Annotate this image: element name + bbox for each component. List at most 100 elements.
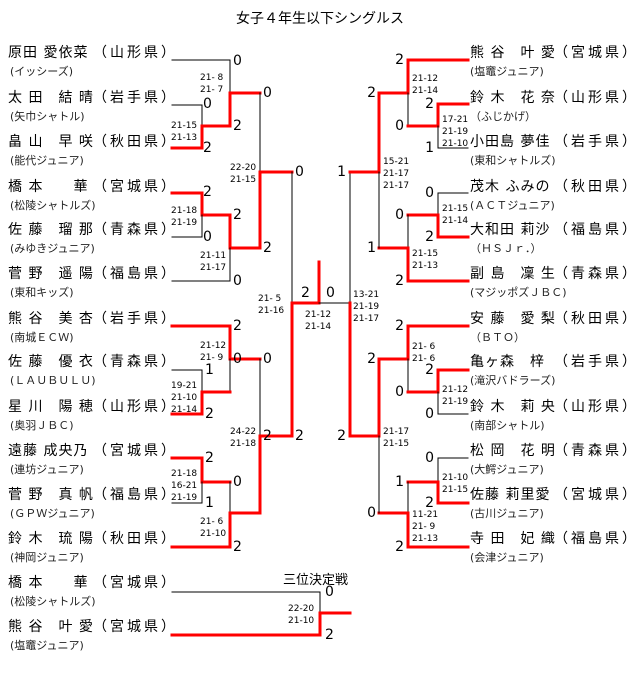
player-name: 茂木 ふみの bbox=[470, 179, 551, 195]
player-club: (松陵シャトルズ) bbox=[10, 595, 96, 608]
player-prefecture: （宮城県） bbox=[93, 575, 178, 591]
player-prefecture: （山形県） bbox=[554, 90, 639, 106]
player-prefecture: （福島県） bbox=[93, 266, 178, 282]
top-score: 2 bbox=[233, 207, 242, 223]
player-club: (塩竈ジュニア) bbox=[10, 639, 84, 652]
bottom-score: 2 bbox=[425, 229, 434, 245]
bottom-score: 2 bbox=[295, 428, 304, 444]
player-name: 鈴 木 莉 央 bbox=[470, 399, 556, 415]
top-score: 2 bbox=[367, 351, 376, 367]
player-prefecture: （岩手県） bbox=[554, 354, 639, 370]
game-score: 15-21 bbox=[383, 157, 410, 167]
player-prefecture: （岩手県） bbox=[93, 90, 178, 106]
player-name: 橋 本 華 bbox=[8, 575, 89, 591]
game-scores: 17-21 21-19 21-10 bbox=[442, 114, 468, 150]
game-score: 21-18 bbox=[230, 439, 257, 449]
player-prefecture: （秋田県） bbox=[554, 179, 639, 195]
player-name: 寺 田 妃 織 bbox=[470, 531, 556, 547]
top-score: 0 bbox=[263, 85, 272, 101]
bottom-score: 2 bbox=[395, 273, 404, 289]
player-name: 熊 谷 美 杏 bbox=[8, 311, 94, 327]
player-prefecture: （秋田県） bbox=[93, 134, 178, 150]
top-score: 1 bbox=[337, 164, 346, 180]
bottom-score: 2 bbox=[233, 539, 242, 555]
game-score: 21-17 bbox=[383, 181, 410, 191]
player-club: (南部シャトル) bbox=[470, 419, 545, 432]
bottom-score: 0 bbox=[203, 229, 212, 245]
game-score: 21-18 bbox=[171, 206, 198, 216]
player-prefecture: （山形県） bbox=[554, 399, 639, 415]
final-left-score: 2 bbox=[301, 285, 310, 301]
bottom-score: 0 bbox=[425, 406, 434, 422]
player-club: (会津ジュニア) bbox=[470, 551, 544, 564]
game-score: 21-14 bbox=[442, 216, 469, 226]
bottom-score: 2 bbox=[203, 140, 212, 156]
player-name: 副 島 凜 生 bbox=[470, 266, 556, 282]
game-score: 21-15 bbox=[171, 121, 198, 131]
top-score: 0 bbox=[263, 351, 272, 367]
game-score: 21-17 bbox=[383, 169, 410, 179]
game-score: 21-10 bbox=[171, 393, 198, 403]
top-score: 2 bbox=[367, 85, 376, 101]
game-score: 21-13 bbox=[412, 534, 439, 544]
top-score: 2 bbox=[205, 450, 214, 466]
player-club: (ＡＣＴジュニア) bbox=[470, 199, 555, 212]
player-club: （ふじかげ） bbox=[470, 110, 536, 123]
top-score: 2 bbox=[425, 362, 434, 378]
player-prefecture: （山形県） bbox=[93, 45, 178, 61]
player-club: (ＬＡＵＢＵＬＵ) bbox=[10, 374, 96, 387]
game-score: 21-12 bbox=[305, 310, 332, 320]
game-score: 21-17 bbox=[383, 427, 410, 437]
game-score: 21- 6 bbox=[412, 342, 436, 352]
game-score: 21-18 bbox=[171, 469, 198, 479]
player-prefecture: （青森県） bbox=[93, 222, 178, 238]
player-club: (松陵シャトルズ) bbox=[10, 199, 96, 212]
game-score: 21- 5 bbox=[258, 294, 282, 304]
player-name: 佐 藤 優 衣 bbox=[8, 354, 94, 370]
bottom-score: 0 bbox=[395, 384, 404, 400]
game-score: 17-21 bbox=[442, 115, 469, 125]
top-score: 1 bbox=[395, 474, 404, 490]
game-score: 21-11 bbox=[200, 251, 227, 261]
player-club: (古川ジュニア) bbox=[470, 507, 544, 520]
top-score: 2 bbox=[203, 184, 212, 200]
game-score: 21-13 bbox=[171, 133, 198, 143]
player-name: 熊 谷 叶 愛 bbox=[470, 45, 556, 61]
player-name: 小田島 夢佳 bbox=[470, 134, 551, 150]
top-score: 2 bbox=[425, 96, 434, 112]
player-club: (能代ジュニア) bbox=[10, 154, 84, 167]
player-club: (南城ＥＣＷ) bbox=[10, 331, 74, 344]
player-name: 松 岡 花 明 bbox=[470, 443, 556, 459]
bottom-score: 2 bbox=[395, 539, 404, 555]
game-score: 21-19 bbox=[442, 127, 469, 137]
bottom-score: 2 bbox=[337, 428, 346, 444]
game-score: 21-15 bbox=[412, 249, 439, 259]
player-club: (大鰐ジュニア) bbox=[470, 463, 544, 476]
player-prefecture: （宮城県） bbox=[554, 45, 639, 61]
bottom-score: 0 bbox=[233, 351, 242, 367]
player-name: 鈴 木 花 奈 bbox=[470, 90, 556, 106]
game-score: 21-10 bbox=[442, 139, 469, 149]
player-prefecture: （青森県） bbox=[93, 354, 178, 370]
bottom-score: 0 bbox=[233, 273, 242, 289]
bottom-score: 2 bbox=[263, 428, 272, 444]
bottom-score: 1 bbox=[425, 140, 434, 156]
player-club: （ＢＴＯ） bbox=[470, 331, 525, 344]
top-score: 0 bbox=[325, 584, 334, 600]
player-club: (イッシーズ) bbox=[10, 65, 74, 78]
bottom-score: 2 bbox=[263, 240, 272, 256]
player-name: 佐 藤 瑠 那 bbox=[8, 222, 94, 238]
game-score: 11-21 bbox=[412, 510, 439, 520]
game-score: 13-21 bbox=[353, 290, 380, 300]
player-name: 鈴 木 琉 陽 bbox=[8, 531, 94, 547]
top-score: 1 bbox=[205, 362, 214, 378]
game-score: 21-19 bbox=[442, 397, 469, 407]
player-prefecture: （宮城県） bbox=[93, 443, 178, 459]
